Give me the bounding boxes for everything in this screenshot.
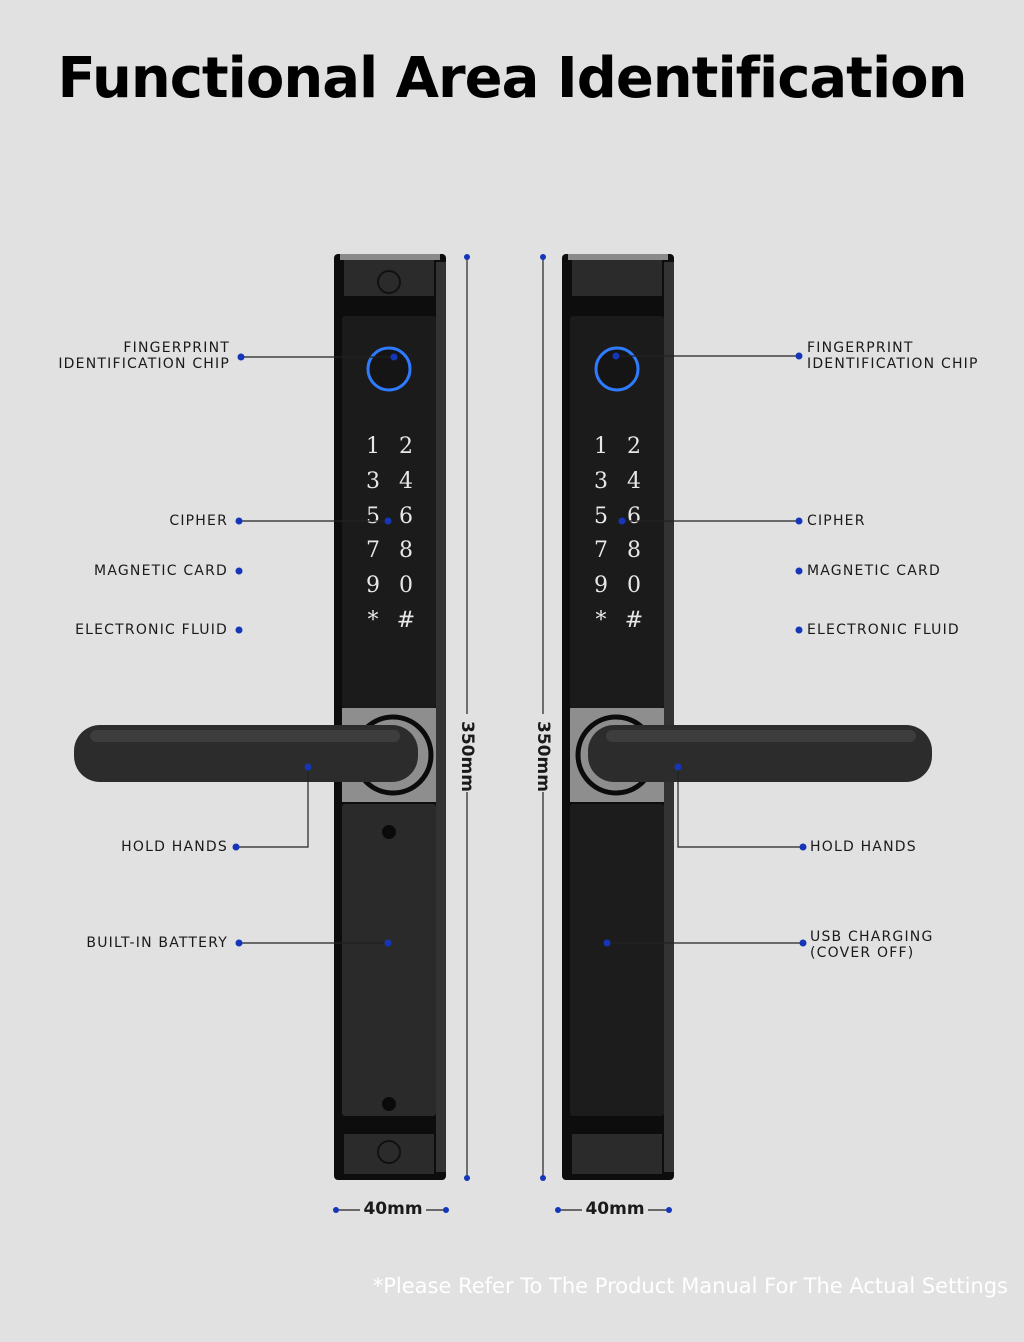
right-key-1: 1 <box>594 434 608 459</box>
right-lock: 1 2 3 4 5 6 7 8 9 0 * # <box>562 254 932 1180</box>
left-label-hold-hands: HOLD HANDS <box>121 839 228 855</box>
right-key-6: 6 <box>627 504 641 529</box>
left-key-hash: # <box>397 608 415 633</box>
left-screw-lower <box>382 1097 396 1111</box>
right-height-dimension: 350mm <box>533 721 553 792</box>
right-back-panel <box>570 804 664 1116</box>
left-label-cipher: CIPHER <box>169 513 228 529</box>
left-key-8: 8 <box>399 538 413 563</box>
right-keypad-panel <box>570 316 664 708</box>
left-key-2: 2 <box>399 434 413 459</box>
right-height-label-gap <box>533 714 553 792</box>
right-leader-hold-hands <box>677 767 803 848</box>
left-top-plate <box>340 254 440 260</box>
right-label-hold-hands: HOLD HANDS <box>810 839 917 855</box>
right-key-3: 3 <box>594 469 608 494</box>
footer-note: *Please Refer To The Product Manual For … <box>372 1274 1008 1298</box>
right-key-star: * <box>596 608 607 633</box>
left-keypad: 1 2 3 4 5 6 7 8 9 0 * # <box>366 434 415 633</box>
left-leader-hold-hands <box>236 767 309 848</box>
right-key-9: 9 <box>594 573 608 598</box>
left-height-label-gap <box>457 714 477 792</box>
left-key-star: * <box>368 608 379 633</box>
right-key-2: 2 <box>627 434 641 459</box>
left-top-cap <box>344 256 434 296</box>
right-top-cap <box>572 256 662 296</box>
right-key-4: 4 <box>627 469 641 494</box>
right-top-plate <box>568 254 668 260</box>
left-fingerprint-sensor <box>366 346 412 392</box>
right-lock-side <box>664 262 674 1172</box>
right-key-7: 7 <box>594 538 608 563</box>
right-keypad: 1 2 3 4 5 6 7 8 9 0 * # <box>594 434 643 633</box>
right-label-magnetic-card: MAGNETIC CARD <box>807 563 941 579</box>
right-bottom-cap <box>572 1134 662 1174</box>
right-label-electronic-fluid: ELECTRONIC FLUID <box>807 622 960 638</box>
left-height-dimension: 350mm <box>457 721 477 792</box>
right-label-cipher: CIPHER <box>807 513 866 529</box>
marker-dots <box>232 254 807 1213</box>
page-title: Functional Area Identification <box>57 46 968 111</box>
left-lock-side <box>436 262 446 1172</box>
left-battery-cover <box>342 804 436 1116</box>
left-key-9: 9 <box>366 573 380 598</box>
right-key-5: 5 <box>594 504 608 529</box>
left-key-7: 7 <box>366 538 380 563</box>
left-bottom-screw <box>377 1140 401 1164</box>
right-key-8: 8 <box>627 538 641 563</box>
left-screw-upper <box>382 825 396 839</box>
left-handle-highlight <box>90 730 400 742</box>
right-fingerprint-sensor <box>594 346 640 392</box>
left-width-dimension: 40mm <box>363 1199 423 1219</box>
left-lock: 1 2 3 4 5 6 7 8 9 0 * # <box>74 254 446 1180</box>
left-label-magnetic-card: MAGNETIC CARD <box>94 563 228 579</box>
left-keypad-panel <box>342 316 436 708</box>
left-key-6: 6 <box>399 504 413 529</box>
right-key-0: 0 <box>627 573 641 598</box>
left-key-5: 5 <box>366 504 380 529</box>
left-key-0: 0 <box>399 573 413 598</box>
right-width-dimension: 40mm <box>585 1199 645 1219</box>
right-label-usb: USB CHARGING(COVER OFF) <box>810 929 934 961</box>
left-key-3: 3 <box>366 469 380 494</box>
left-key-1: 1 <box>366 434 380 459</box>
left-key-4: 4 <box>399 469 413 494</box>
left-top-screw <box>377 270 401 294</box>
right-key-hash: # <box>625 608 643 633</box>
left-label-electronic-fluid: ELECTRONIC FLUID <box>75 622 228 638</box>
right-handle-highlight <box>606 730 916 742</box>
left-label-battery: BUILT-IN BATTERY <box>86 935 228 951</box>
